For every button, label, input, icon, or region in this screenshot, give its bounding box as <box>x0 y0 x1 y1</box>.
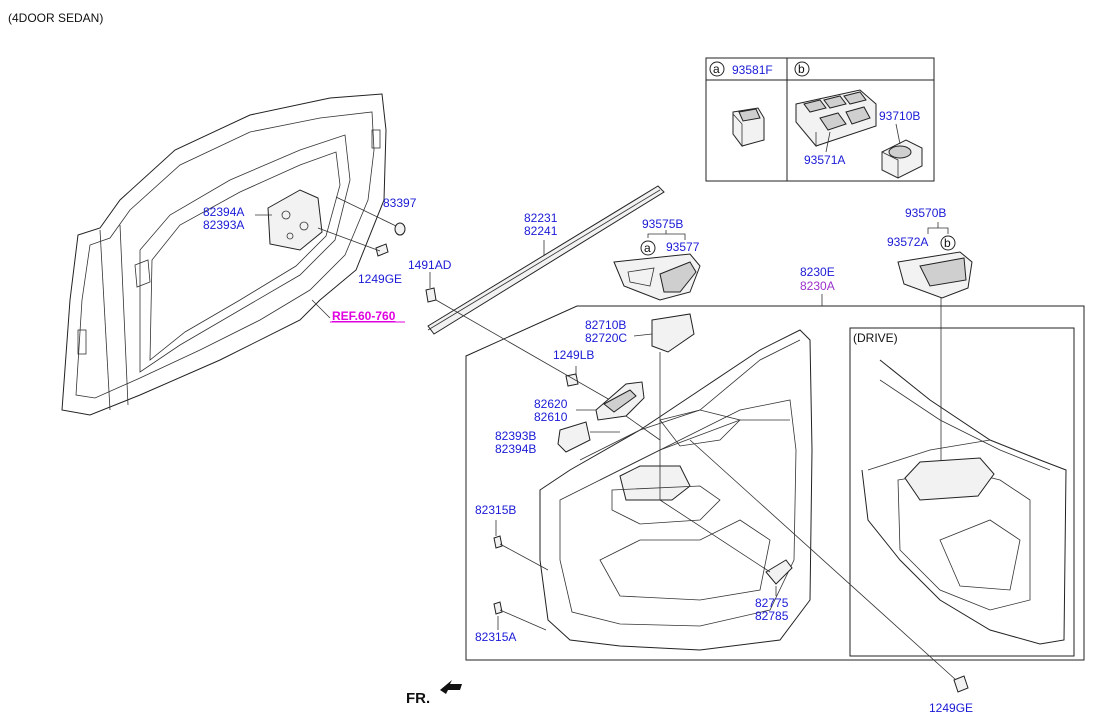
label-82315B[interactable]: 82315B <box>475 503 516 517</box>
label-1249LB[interactable]: 1249LB <box>553 348 594 362</box>
switch-cover-82710B-shape <box>651 313 695 353</box>
drive-door-trim-shape <box>861 359 1067 645</box>
drive-inset-box <box>849 327 1075 657</box>
label-82231[interactable]: 82231 <box>524 211 558 225</box>
switch-bezel-93575B-shape <box>613 253 701 301</box>
switch-bezel-93570B-shape <box>897 251 973 299</box>
label-93577[interactable]: 93577 <box>666 240 700 254</box>
drive-label: (DRIVE) <box>853 331 898 345</box>
label-82775[interactable]: 82775 <box>755 596 789 610</box>
label-82620[interactable]: 82620 <box>534 397 568 411</box>
variant-title: (4DOOR SEDAN) <box>8 11 103 25</box>
plug-83397-shape <box>394 222 406 236</box>
label-8230E[interactable]: 8230E <box>800 265 835 279</box>
screw-1249GE-bottom-shape <box>953 675 969 693</box>
label-93572A[interactable]: 93572A <box>887 235 928 249</box>
callout-a: a <box>644 241 651 255</box>
screw-1249LB-shape <box>565 373 579 387</box>
label-1249GE-bottom[interactable]: 1249GE <box>929 701 973 715</box>
label-82393A[interactable]: 82393A <box>203 218 244 232</box>
door-frame-shape <box>61 93 387 416</box>
legend-part-93710B[interactable]: 93710B <box>879 109 920 123</box>
legend-part-93581F[interactable]: 93581F <box>732 63 773 77</box>
label-82785[interactable]: 82785 <box>755 609 789 623</box>
legend-box: a 93581F b 93571A 93710B <box>705 57 935 182</box>
bracket-82393B-shape <box>557 421 591 453</box>
legend-part-93571A[interactable]: 93571A <box>804 153 845 167</box>
legend-callout-b: b <box>798 62 805 76</box>
label-82394B[interactable]: 82394B <box>495 442 536 456</box>
label-82393B[interactable]: 82393B <box>495 429 536 443</box>
switch-93581F-shape <box>732 107 765 148</box>
cap-82775-shape <box>765 559 793 585</box>
label-93570B[interactable]: 93570B <box>905 206 946 220</box>
inside-handle-82620-shape <box>595 381 645 421</box>
label-82710B[interactable]: 82710B <box>585 318 626 332</box>
door-check-bracket-shape <box>267 189 323 251</box>
label-82315A[interactable]: 82315A <box>475 630 516 644</box>
door-trim-panel-shape <box>539 329 813 651</box>
front-direction-label: FR. <box>406 690 430 707</box>
clip-1491AD-shape <box>425 272 437 303</box>
label-82394A[interactable]: 82394A <box>203 205 244 219</box>
label-1249GE-top[interactable]: 1249GE <box>358 272 402 286</box>
label-1491AD[interactable]: 1491AD <box>408 258 452 272</box>
clip-82315A-shape <box>493 601 503 615</box>
switch-93710B-shape <box>881 139 923 179</box>
label-93575B[interactable]: 93575B <box>642 217 683 231</box>
label-82720C[interactable]: 82720C <box>585 331 627 345</box>
callout-b: b <box>944 236 951 250</box>
clip-82315B-shape <box>493 535 503 549</box>
label-82610[interactable]: 82610 <box>534 410 568 424</box>
front-arrow-icon <box>440 680 462 694</box>
label-82241[interactable]: 82241 <box>524 224 558 238</box>
label-8230A[interactable]: 8230A <box>800 279 835 293</box>
assembly-boundary <box>465 305 1085 661</box>
weatherstrip-82231-shape <box>427 185 665 335</box>
switch-93571A-shape <box>795 89 877 148</box>
legend-callout-a: a <box>713 62 720 76</box>
screw-1249GE-top-shape <box>317 227 389 257</box>
label-83397[interactable]: 83397 <box>383 196 417 210</box>
ref-60-760-link[interactable]: REF.60-760 <box>332 309 396 323</box>
